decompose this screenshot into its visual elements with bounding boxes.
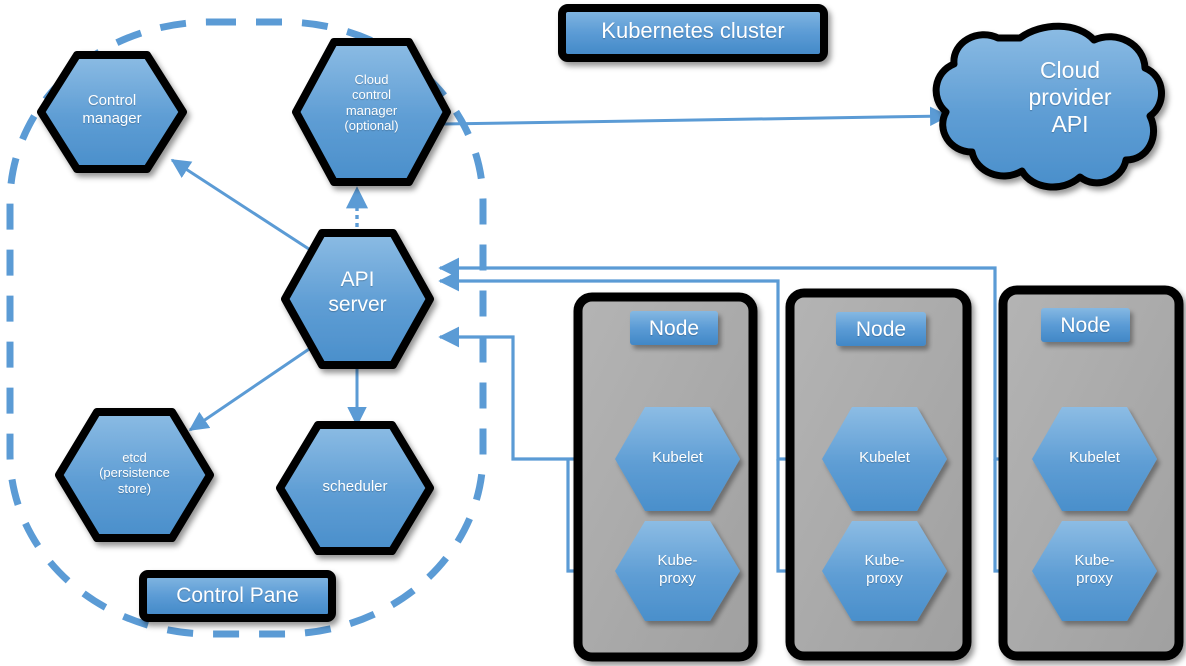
hexagon-node2-kubelet <box>822 407 947 511</box>
hexagon-control-manager <box>37 51 187 173</box>
control-plane-chip <box>139 570 336 622</box>
hexagon-scheduler <box>276 421 434 555</box>
node-label-chip-1 <box>630 311 718 345</box>
hexagon-node2-kubeproxy <box>822 521 947 621</box>
connector-api-to-etcd <box>188 343 316 432</box>
hexagon-node3-kubeproxy <box>1032 521 1157 621</box>
node-label-chip-2 <box>836 312 926 346</box>
hexagon-etcd <box>55 408 214 542</box>
cluster-title-chip <box>558 4 828 62</box>
hexagon-node1-kubeproxy <box>615 521 740 621</box>
hexagon-node3-kubelet <box>1032 407 1157 511</box>
control-plane-connectors <box>170 106 950 432</box>
hexagon-node1-kubelet <box>615 407 740 511</box>
hexagon-cloud-control-manager <box>292 38 451 186</box>
cloud-provider-api-shape <box>932 22 1165 191</box>
connector-cloud-control-manager-to-cloud-provider <box>442 106 950 127</box>
node-label-chip-3 <box>1041 308 1130 342</box>
connector-api-to-control-manager <box>170 158 316 255</box>
hexagon-api-server <box>281 229 434 369</box>
